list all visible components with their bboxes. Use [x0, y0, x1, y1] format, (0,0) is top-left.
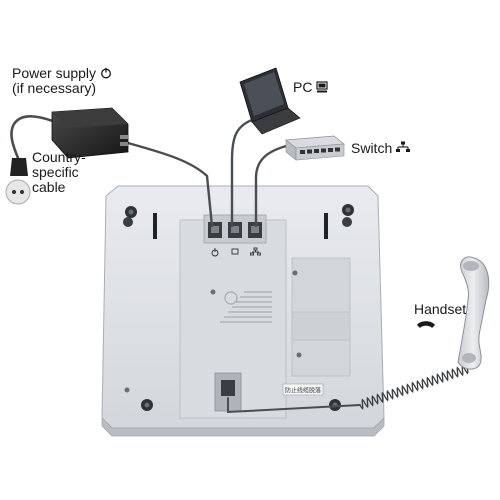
pc-cable	[230, 118, 254, 228]
mains-cable	[10, 115, 60, 160]
pc-label-text: PC	[293, 79, 313, 95]
pc-label: PC	[293, 79, 329, 96]
foot-mid-right	[342, 217, 352, 227]
country-cable-label-line3: cable	[32, 179, 66, 195]
cables	[10, 115, 361, 414]
phone-base: 防止线缆脱落	[101, 185, 385, 437]
screw	[210, 289, 216, 295]
release-button	[224, 291, 238, 305]
handset	[457, 256, 490, 370]
screw	[296, 352, 302, 358]
handset-icon	[417, 321, 435, 328]
screw	[292, 270, 298, 276]
stand-slot-right	[324, 213, 328, 239]
switch-label-text: Switch	[351, 140, 393, 156]
foot-top-right	[342, 204, 354, 216]
power-supply-label: Power supply	[12, 66, 112, 82]
port-power	[208, 222, 222, 238]
foot-top-left	[125, 206, 137, 218]
screw	[124, 387, 130, 393]
port-switch	[248, 222, 262, 238]
country-cable-label-line1: Country-	[32, 149, 86, 165]
country-cable-label-line2: specific	[32, 164, 79, 180]
power-supply-label-text: Power supply	[12, 65, 97, 81]
country-plug	[5, 158, 31, 205]
power-supply-note: (if necessary)	[12, 80, 97, 96]
handset-coiled-cord	[359, 363, 471, 410]
foot-bottom-left	[141, 399, 153, 411]
port-switch-icon	[250, 247, 261, 256]
port-power-icon	[211, 248, 219, 257]
switch-cable	[254, 143, 292, 228]
handset-label: Handset	[414, 301, 467, 317]
foot-bottom-right	[329, 399, 341, 411]
switch-label: Switch	[351, 140, 411, 157]
port-pc	[228, 222, 242, 238]
handset-internal-cable	[227, 397, 361, 414]
port-pc-icon	[231, 248, 239, 255]
power-supply-unit	[51, 107, 129, 159]
monitor-icon	[316, 81, 329, 96]
power-cable	[126, 141, 214, 228]
label-sticker	[282, 383, 324, 396]
network-icon	[396, 141, 411, 157]
power-icon	[100, 67, 112, 82]
foot-mid-left	[123, 217, 133, 227]
vent-grille	[220, 291, 272, 323]
stand-slot-left	[153, 213, 157, 239]
network-switch	[284, 135, 346, 161]
pc-laptop	[239, 67, 301, 135]
label-sticker-text: 防止线缆脱落	[285, 387, 321, 395]
